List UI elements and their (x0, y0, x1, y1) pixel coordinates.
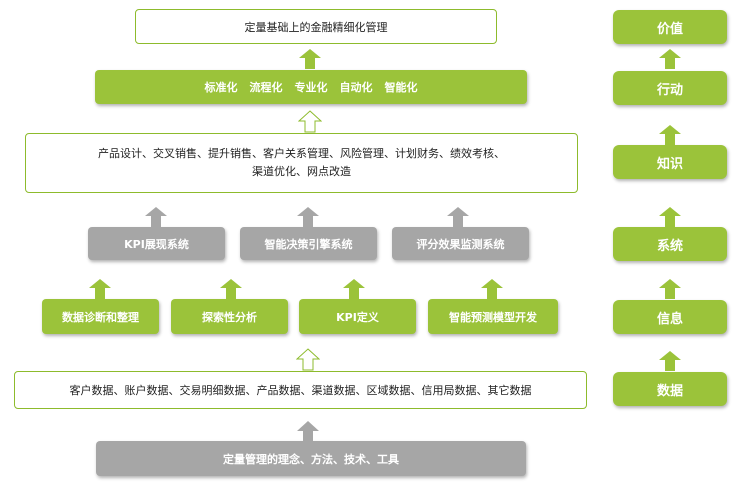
analytics-box-data-diagnosis: 数据诊断和整理 (42, 299, 159, 334)
up-arrow-icon (220, 279, 242, 299)
side-label-value: 价值 (613, 10, 727, 44)
analytics-box-predictive-model: 智能预测模型开发 (428, 299, 558, 334)
up-arrow-icon (659, 49, 681, 69)
up-arrow-icon (659, 207, 681, 227)
up-arrow-outline-icon (296, 348, 320, 371)
analytics-box-kpi-definition: KPI定义 (299, 299, 416, 334)
lever-label: 智能化 (384, 81, 418, 94)
data-sources-text: 客户数据、账户数据、交易明细数据、产品数据、渠道数据、区域数据、信用局数据、其它… (69, 384, 532, 397)
side-label-knowledge: 知识 (613, 145, 727, 179)
up-arrow-icon (481, 279, 503, 299)
up-arrow-icon (299, 49, 321, 69)
data-sources-box: 客户数据、账户数据、交易明细数据、产品数据、渠道数据、区域数据、信用局数据、其它… (14, 371, 587, 409)
foundation-text: 定量管理的理念、方法、技术、工具 (223, 452, 399, 466)
up-arrow-icon (89, 279, 111, 299)
lever-label: 流程化 (249, 81, 283, 94)
system-label: 智能决策引擎系统 (264, 237, 353, 251)
lever-label: 标准化 (204, 81, 238, 94)
analytics-label: 智能预测模型开发 (449, 310, 537, 324)
side-label-text: 知识 (656, 156, 683, 172)
analytics-box-exploratory: 探索性分析 (171, 299, 288, 334)
up-arrow-icon (659, 125, 681, 145)
foundation-bar: 定量管理的理念、方法、技术、工具 (96, 441, 526, 476)
side-label-text: 数据 (656, 383, 683, 399)
side-label-text: 价值 (656, 21, 683, 37)
side-label-data: 数据 (613, 372, 727, 406)
up-arrow-icon (659, 351, 681, 371)
top-goal-box: 定量基础上的金融精细化管理 (135, 9, 497, 44)
up-arrow-icon (659, 279, 681, 299)
up-arrow-icon (297, 207, 319, 227)
levers-bar: 标准化 流程化 专业化 自动化 智能化 (95, 70, 527, 104)
top-goal-text: 定量基础上的金融精细化管理 (244, 20, 388, 34)
side-label-action: 行动 (613, 71, 727, 105)
up-arrow-icon (145, 207, 167, 227)
up-arrow-outline-icon (298, 110, 322, 133)
applications-line-1: 产品设计、交叉销售、提升销售、客户关系管理、风险管理、计划财务、绩效考核、 (98, 147, 505, 160)
up-arrow-icon (447, 207, 469, 227)
up-arrow-icon (343, 279, 365, 299)
system-label: 评分效果监测系统 (416, 237, 505, 251)
system-box-kpi-display: KPI展现系统 (88, 227, 225, 260)
analytics-label: KPI定义 (336, 310, 379, 324)
lever-label: 自动化 (339, 81, 373, 94)
system-box-decision-engine: 智能决策引擎系统 (240, 227, 377, 260)
side-label-text: 信息 (656, 311, 683, 327)
system-box-score-monitoring: 评分效果监测系统 (392, 227, 529, 260)
applications-box: 产品设计、交叉销售、提升销售、客户关系管理、风险管理、计划财务、绩效考核、 渠道… (25, 133, 578, 193)
side-label-text: 行动 (656, 82, 683, 98)
applications-line-2: 渠道优化、网点改造 (252, 165, 351, 178)
side-label-system: 系统 (613, 227, 727, 261)
up-arrow-icon (297, 421, 319, 441)
analytics-label: 探索性分析 (202, 310, 257, 324)
lever-label: 专业化 (294, 81, 328, 94)
system-label: KPI展现系统 (124, 237, 189, 251)
side-label-information: 信息 (613, 300, 727, 334)
side-label-text: 系统 (656, 238, 683, 254)
analytics-label: 数据诊断和整理 (62, 310, 139, 324)
